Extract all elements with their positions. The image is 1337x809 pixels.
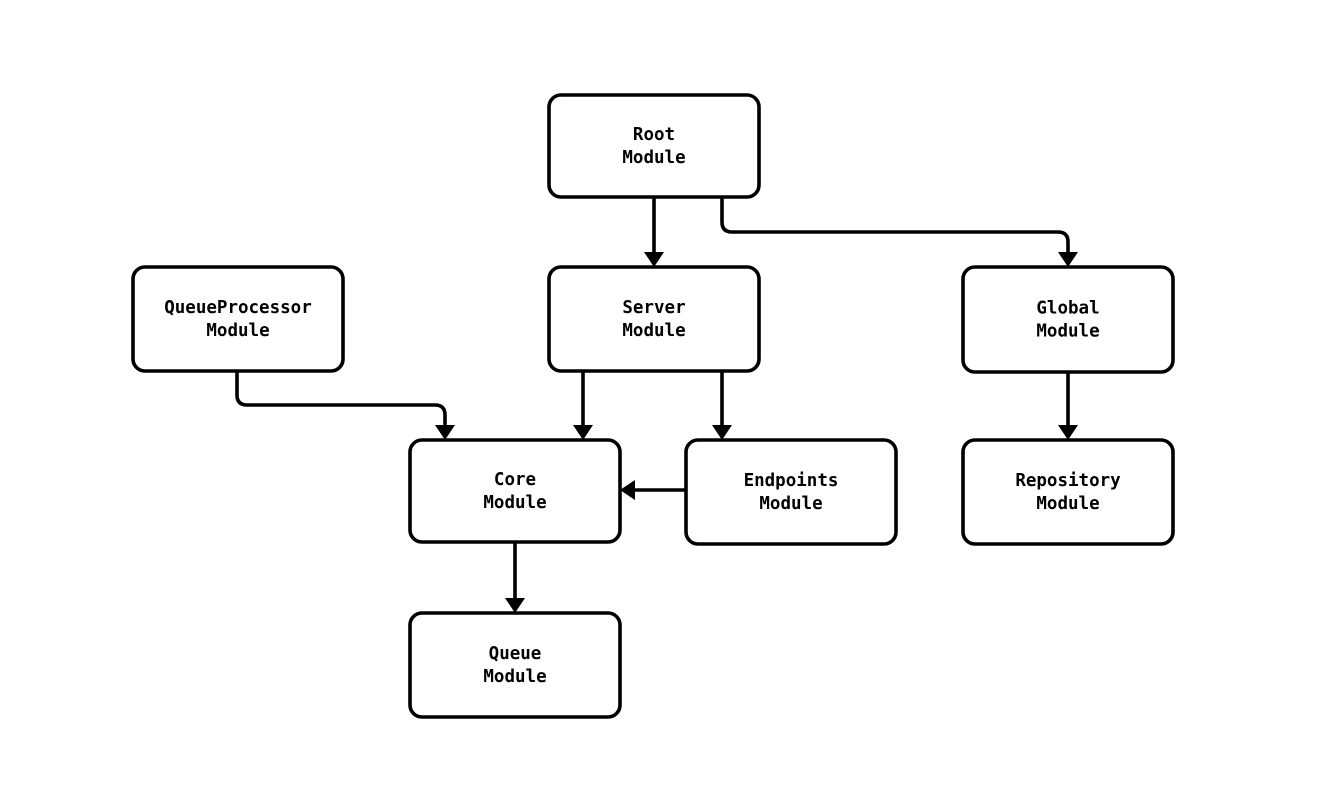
nodes-layer: RootModuleQueueProcessorModuleServerModu…: [131, 93, 1175, 719]
node-label-line2: Module: [622, 148, 685, 168]
edge-root-to-server: [644, 197, 664, 267]
node-box[interactable]: [408, 611, 622, 719]
arrowhead-icon: [644, 252, 664, 267]
node-label-line2: Module: [483, 493, 546, 513]
edge-server-to-endpoints: [712, 371, 732, 440]
node-label-line2: Module: [483, 667, 546, 687]
arrowhead-icon: [505, 598, 525, 613]
node-label-line1: Endpoints: [744, 471, 839, 491]
arrowhead-icon: [573, 425, 593, 440]
node-box[interactable]: [547, 265, 761, 373]
arrowhead-icon: [712, 425, 732, 440]
node-box[interactable]: [961, 438, 1175, 546]
node-box[interactable]: [408, 438, 622, 544]
node-label-line2: Module: [759, 494, 822, 514]
node-label-line2: Module: [1036, 494, 1099, 514]
node-label-line2: Module: [622, 321, 685, 341]
node-label-line1: Core: [494, 470, 536, 490]
node-label-line1: QueueProcessor: [164, 298, 312, 318]
arrowhead-icon: [435, 425, 455, 440]
edge-endpoints-to-core: [620, 480, 686, 500]
arrowhead-icon: [620, 480, 635, 500]
arrowhead-icon: [1058, 252, 1078, 267]
node-label-line1: Server: [622, 298, 685, 318]
edge-root-to-global: [720, 197, 1078, 267]
edge-queueprocessor-to-core: [235, 371, 455, 440]
node-label-line1: Global: [1036, 299, 1099, 319]
node-box[interactable]: [961, 265, 1175, 374]
edges-layer: [235, 197, 1078, 613]
edge-server-to-core: [573, 371, 593, 440]
arrowhead-icon: [1058, 425, 1078, 440]
node-label-line2: Module: [206, 321, 269, 341]
node-label-line1: Repository: [1015, 471, 1121, 491]
edge-global-to-repository: [1058, 372, 1078, 440]
node-box[interactable]: [131, 265, 345, 373]
node-box[interactable]: [547, 93, 761, 199]
node-label-line1: Root: [633, 125, 675, 145]
node-box[interactable]: [684, 438, 898, 546]
edge-core-to-queue: [505, 542, 525, 613]
edge-line: [235, 371, 447, 425]
node-label-line1: Queue: [489, 644, 542, 664]
node-label-line2: Module: [1036, 322, 1099, 342]
edge-line: [720, 197, 1070, 252]
